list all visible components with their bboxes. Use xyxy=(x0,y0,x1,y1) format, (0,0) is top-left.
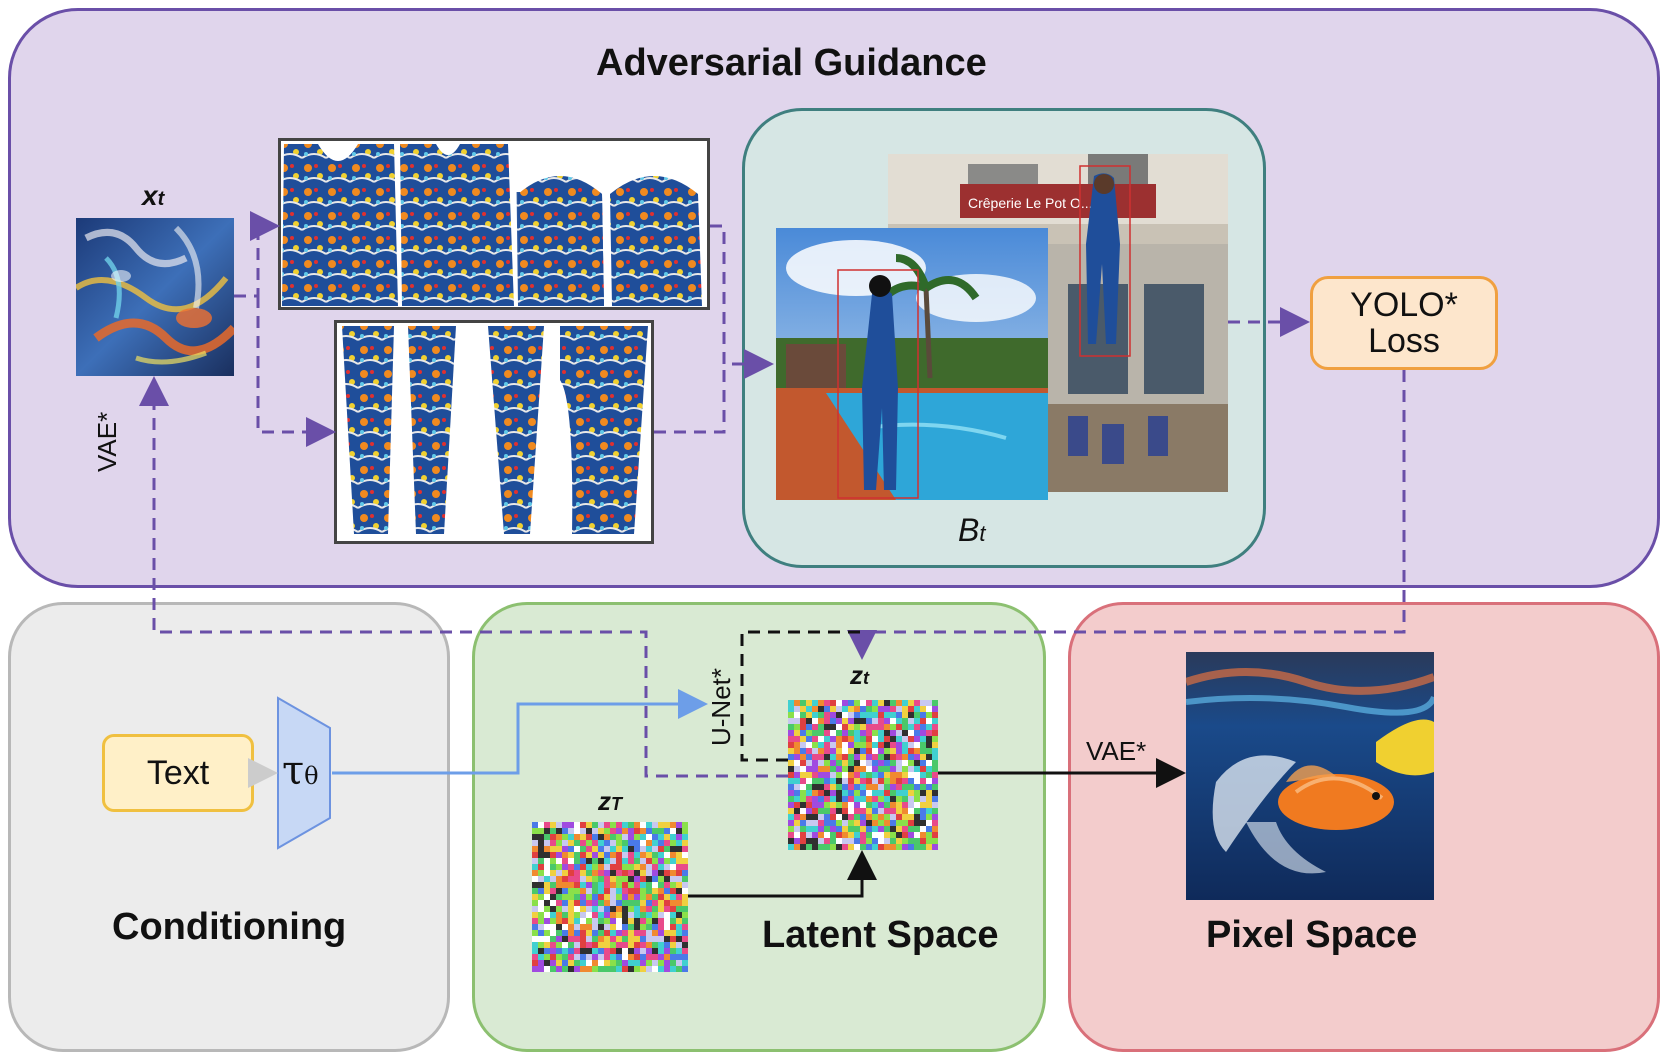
pants-to-scene-arrow xyxy=(654,364,726,434)
yolo-loss-box: YOLO* Loss xyxy=(1310,276,1498,370)
encoder-to-unet-arrow xyxy=(332,689,708,775)
shirt-to-scene-arrow xyxy=(710,224,774,379)
bt-label: Bt xyxy=(958,512,985,549)
xt-texture-image xyxy=(76,218,234,376)
xt-to-pants-arrow xyxy=(256,296,336,447)
text-encoder-shape xyxy=(277,696,331,850)
unet-loop-path xyxy=(740,630,862,762)
conditioning-panel xyxy=(8,602,450,1052)
creperie-sign-text: Crêperie Le Pot O...t xyxy=(968,195,1097,211)
xt-label: xt xyxy=(142,180,164,212)
xt-label-sub: t xyxy=(157,188,165,210)
zT-noise-image xyxy=(532,822,688,972)
xt-to-shirt-arrow xyxy=(234,211,280,298)
zt-label-sub: t xyxy=(863,668,869,688)
tau-theta-label: τθ xyxy=(282,748,319,794)
pixel-space-title: Pixel Space xyxy=(1206,914,1418,956)
goldfish-output-image xyxy=(1186,652,1434,900)
pants-pattern-image xyxy=(334,320,654,544)
pool-scene-image xyxy=(776,228,1048,500)
zt-label-main: z xyxy=(850,660,863,690)
latent-space-title: Latent Space xyxy=(762,914,999,956)
tau-label-main: τ xyxy=(282,748,305,794)
yolo-to-zt-arrow xyxy=(847,370,1406,660)
yolo-loss-line1: YOLO* xyxy=(1350,286,1458,324)
xt-label-main: x xyxy=(142,180,158,211)
adversarial-guidance-title: Adversarial Guidance xyxy=(596,42,987,84)
bt-label-sub: t xyxy=(979,521,986,546)
zT-label: zT xyxy=(598,786,622,817)
zT-label-main: z xyxy=(598,786,611,816)
zt-label: zt xyxy=(850,660,869,691)
zT-label-sub: T xyxy=(611,794,622,814)
bt-label-main: B xyxy=(958,512,980,548)
vae-right-label: VAE* xyxy=(1086,736,1147,766)
text-input-label: Text xyxy=(146,753,210,792)
yolo-loss-line2: Loss xyxy=(1368,322,1440,360)
tau-label-sub: θ xyxy=(304,762,319,790)
conditioning-title: Conditioning xyxy=(112,906,347,948)
zT-to-zt-arrow xyxy=(688,850,877,898)
text-input-box: Text xyxy=(102,734,254,812)
shirt-pattern-image xyxy=(278,138,710,310)
zt-noise-image xyxy=(788,700,938,850)
zt-to-xt-vae-arrow xyxy=(139,376,788,778)
